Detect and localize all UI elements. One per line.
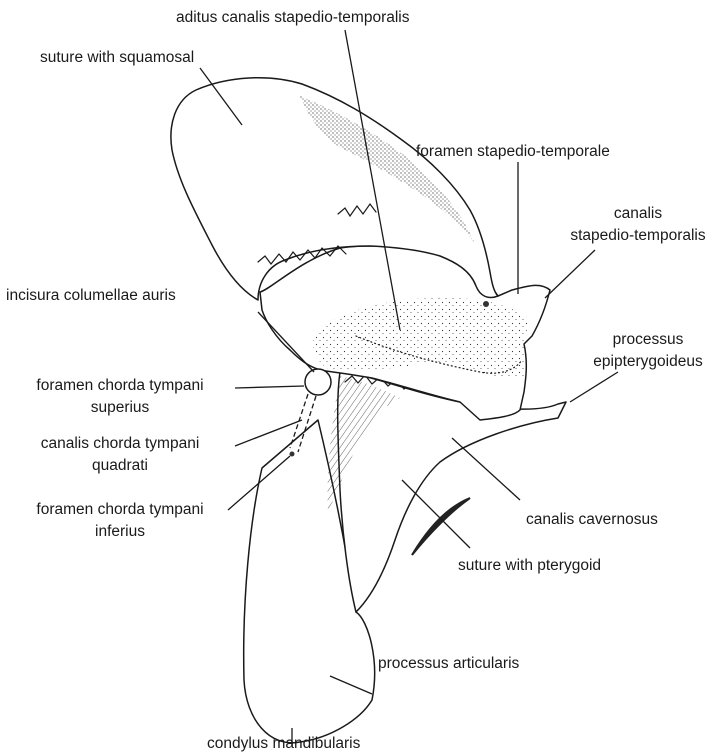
- label-canalis-stapedio-2: stapedio-temporalis: [570, 227, 706, 244]
- bone-drawing: [171, 78, 566, 743]
- foramen-stapedio-temporale-dot: [483, 301, 489, 307]
- label-suture-squamosal: suture with squamosal: [40, 49, 194, 66]
- label-aditus: aditus canalis stapedio-temporalis: [176, 9, 410, 26]
- label-canalis-cavernosus: canalis cavernosus: [526, 511, 658, 528]
- label-incisura: incisura columellae auris: [6, 287, 176, 304]
- label-foramen-stapedio: foramen stapedio-temporale: [416, 143, 610, 160]
- leader-canalis-cavernosus: [452, 438, 520, 500]
- label-processus-epi-2: epipterygoideus: [593, 353, 703, 370]
- leader-foramen-chorda-sup: [235, 386, 304, 388]
- label-foramen-chorda-inf-1: foramen chorda tympani: [36, 501, 203, 518]
- leader-processus-epi: [570, 372, 618, 402]
- foramen-chorda-inferius-dot: [290, 452, 295, 457]
- label-foramen-chorda-sup-1: foramen chorda tympani: [36, 377, 203, 394]
- leader-canalis-stapedio: [545, 250, 595, 298]
- label-processus-epi-1: processus: [613, 331, 684, 348]
- label-foramen-chorda-sup-2: superius: [91, 399, 150, 416]
- pterygoid-lower-edge: [412, 498, 470, 555]
- label-canalis-chorda-2: quadrati: [92, 457, 148, 474]
- label-canalis-stapedio-1: canalis: [614, 205, 662, 222]
- label-canalis-chorda-1: canalis chorda tympani: [41, 435, 200, 452]
- label-foramen-chorda-inf-2: inferius: [95, 523, 145, 540]
- label-suture-pterygoid: suture with pterygoid: [458, 557, 601, 574]
- label-processus-articularis: processus articularis: [378, 655, 520, 672]
- label-condylus: condylus mandibularis: [207, 735, 361, 752]
- leader-suture-pterygoid: [402, 480, 470, 548]
- incisura-opening: [305, 369, 331, 395]
